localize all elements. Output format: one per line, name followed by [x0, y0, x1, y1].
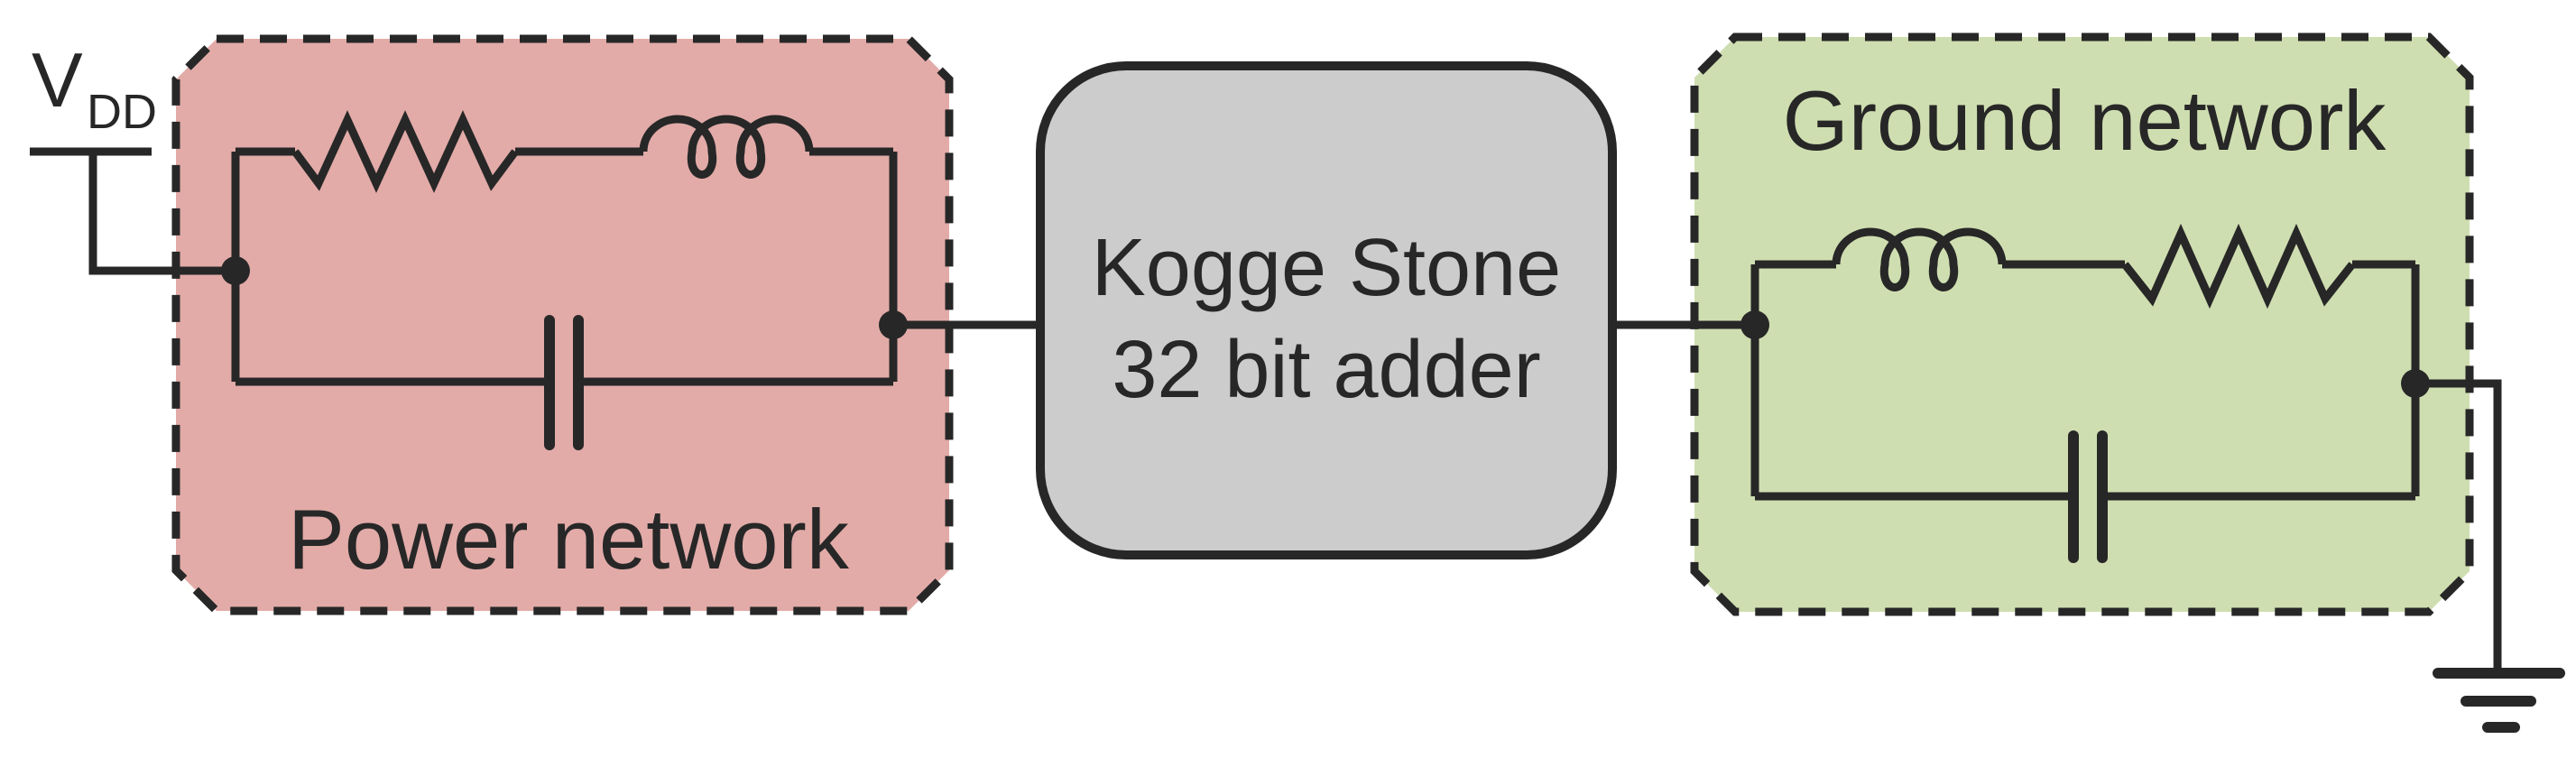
ground-network-label: Ground network [1783, 73, 2387, 168]
ground-resistor-icon [2121, 223, 2356, 310]
vdd-label: V [32, 38, 83, 124]
power-network-box [171, 34, 954, 615]
labels: V DD Power network Kogge Stone 32 bit ad… [32, 38, 2387, 587]
power-inductor-icon [639, 115, 814, 179]
adder-box [1036, 61, 1617, 559]
ground-inductor-icon [1832, 227, 2007, 291]
ground-network-box [1690, 32, 2474, 616]
power-network-label: Power network [288, 492, 850, 587]
adder-label-line2: 32 bit adder [1112, 325, 1540, 415]
blocks [171, 32, 2474, 616]
earth-ground-icon [2433, 668, 2565, 733]
wire-to-earth [2415, 379, 2502, 670]
junction-dot-ground-in [1740, 310, 1769, 339]
junction-dot-power-out [879, 310, 908, 339]
power-capacitor-icon [544, 315, 584, 450]
ground-capacitor-icon [2068, 430, 2108, 563]
power-resistor-icon [291, 110, 519, 193]
circuit-symbols [30, 110, 2565, 733]
junction-dot-vdd-node [221, 256, 250, 285]
vdd-lead-wire [88, 152, 235, 275]
adder-label-line1: Kogge Stone [1092, 223, 1561, 313]
junction-dot-ground-out [2401, 369, 2430, 398]
vdd-label-subscript: DD [87, 85, 157, 139]
